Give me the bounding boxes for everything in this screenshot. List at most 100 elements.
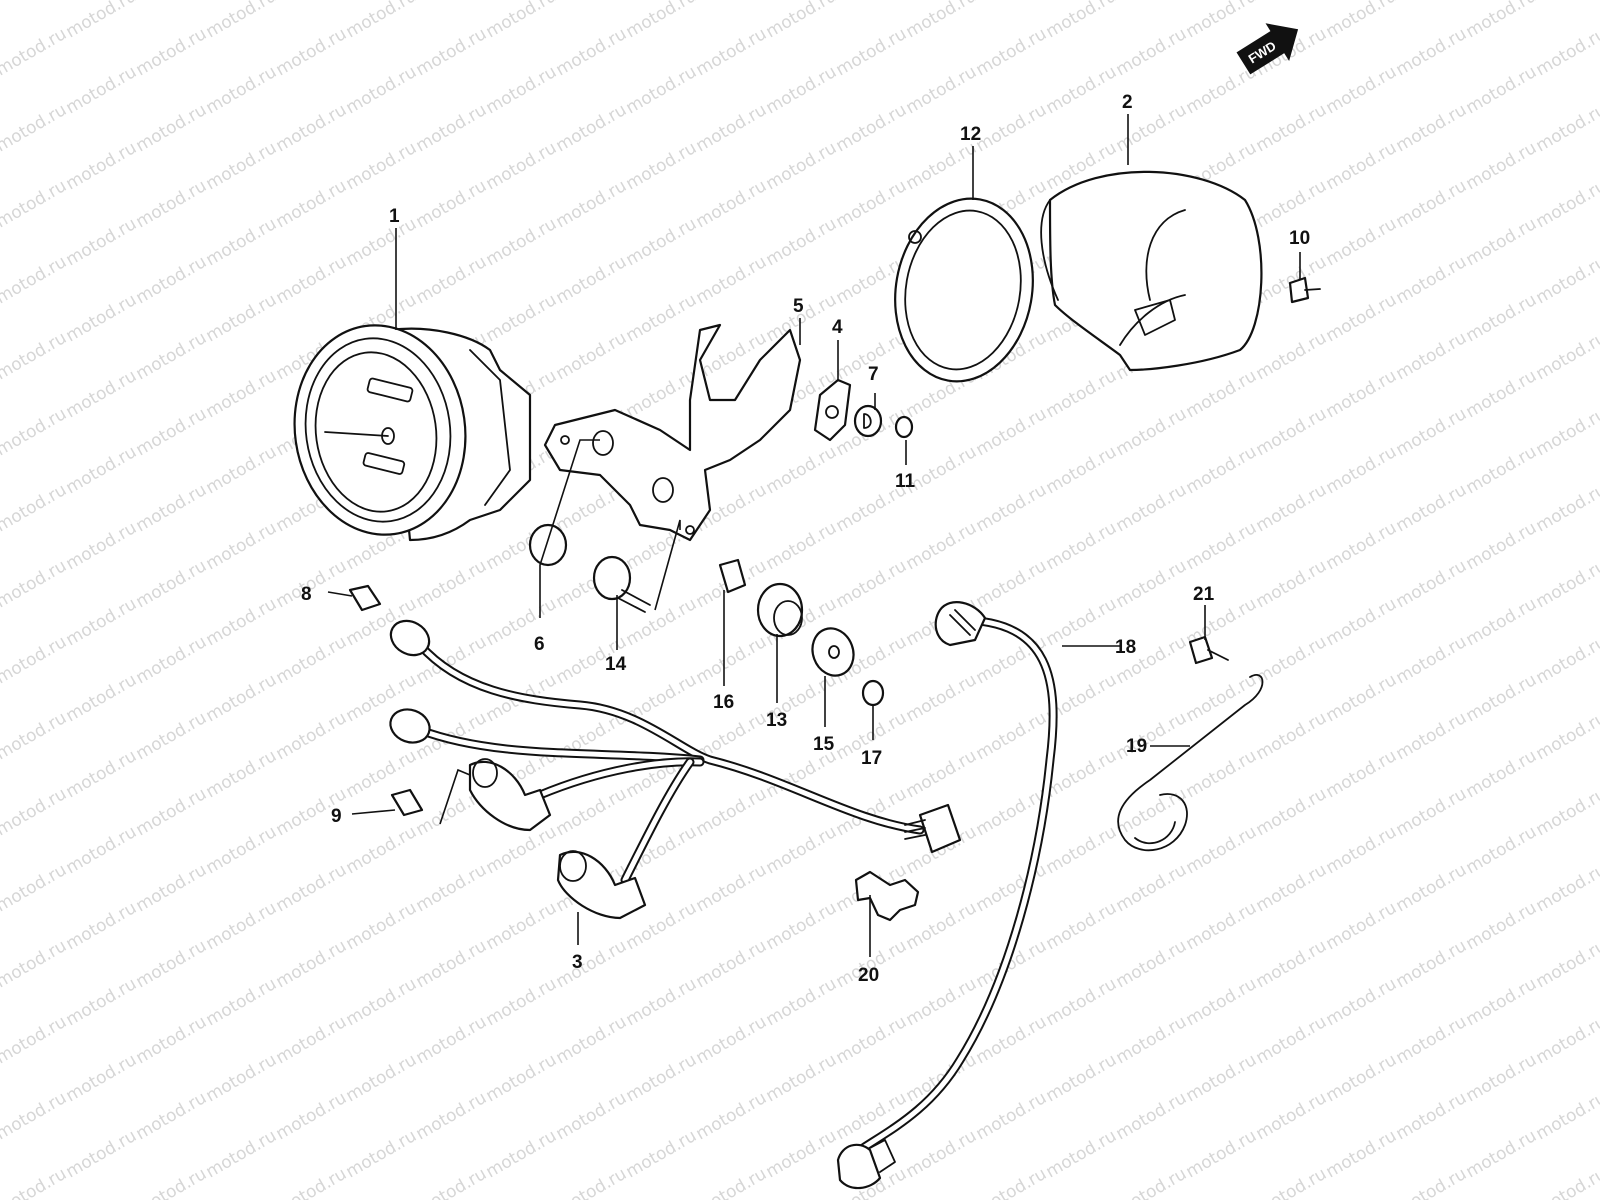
watermark-text: motod.ru [1113,480,1191,536]
watermark-text: motod.ru [0,328,70,384]
watermark-text: motod.ru [903,974,981,1030]
watermark-text: motod.ru [133,328,211,384]
watermark-text: motod.ru [413,252,491,308]
watermark-text: motod.ru [1183,518,1261,574]
watermark-text: motod.ru [1393,404,1471,460]
watermark-text: motod.ru [413,176,491,232]
part-label-17: 17 [861,748,882,769]
watermark-text: motod.ru [1533,252,1600,308]
watermark-text: motod.ru [1183,1050,1261,1106]
watermark-text: motod.ru [1533,860,1600,916]
watermark-text: motod.ru [63,974,141,1030]
watermark-text: motod.ru [0,176,70,232]
watermark-text: motod.ru [1323,62,1401,118]
part-21-bolt [1188,635,1229,665]
watermark-text: motod.ru [0,936,70,992]
watermark-text: motod.ru [133,1164,211,1200]
watermark-text: motod.ru [133,1088,211,1144]
watermark-text: motod.ru [63,822,141,878]
watermark-text: motod.ru [1533,328,1600,384]
watermark-text: motod.ru [903,1050,981,1106]
watermark-text: motod.ru [0,860,70,916]
watermark-text: motod.ru [903,1126,981,1182]
watermark-text: motod.ru [203,822,281,878]
watermark-text: motod.ru [1533,632,1600,688]
watermark-text: motod.ru [1113,556,1191,612]
watermark-text: motod.ru [1043,518,1121,574]
part-label-19: 19 [1126,736,1147,757]
watermark-text: motod.ru [623,1050,701,1106]
watermark-text: motod.ru [63,366,141,422]
watermark-text: motod.ru [133,784,211,840]
watermark-text: motod.ru [1463,746,1541,802]
watermark-text: motod.ru [133,936,211,992]
watermark-text: motod.ru [1533,0,1600,4]
watermark-text: motod.ru [0,480,70,536]
watermark-text: motod.ru [1043,594,1121,650]
watermark-text: motod.ru [903,670,981,726]
watermark-text: motod.ru [1253,936,1331,992]
watermark-text: motod.ru [973,480,1051,536]
part-7-washer [853,404,883,438]
watermark-text: motod.ru [693,1164,771,1200]
watermark-text: motod.ru [1533,556,1600,612]
watermark-text: motod.ru [63,1126,141,1182]
watermark-text: motod.ru [553,1012,631,1068]
watermark-text: motod.ru [903,138,981,194]
part-label-16: 16 [713,692,734,713]
watermark-text: motod.ru [1393,176,1471,232]
watermark-text: motod.ru [623,366,701,422]
watermark-text: motod.ru [1323,138,1401,194]
watermark-text: motod.ru [203,138,281,194]
watermark-text: motod.ru [833,100,911,156]
watermark-text: motod.ru [1393,1164,1471,1200]
watermark-text: motod.ru [1393,632,1471,688]
watermark-text: motod.ru [973,0,1051,4]
watermark-text: motod.ru [1463,670,1541,726]
watermark-text: motod.ru [483,1050,561,1106]
watermark-text: motod.ru [1323,822,1401,878]
watermark-text: motod.ru [1323,746,1401,802]
watermark-text: motod.ru [1533,1012,1600,1068]
watermark-text: motod.ru [203,366,281,422]
watermark-text: motod.ru [413,556,491,612]
watermark-text: motod.ru [1463,1126,1541,1182]
watermark-text: motod.ru [763,518,841,574]
watermark-text: motod.ru [1463,290,1541,346]
watermark-text: motod.ru [1323,518,1401,574]
watermark-text: motod.ru [553,1088,631,1144]
watermark-text: motod.ru [413,860,491,916]
watermark-text: motod.ru [1043,974,1121,1030]
watermark-text: motod.ru [763,1050,841,1106]
watermark-text: motod.ru [1253,404,1331,460]
watermark-text: motod.ru [763,822,841,878]
watermark-text: motod.ru [553,100,631,156]
watermark-text: motod.ru [343,138,421,194]
watermark-text: motod.ru [1113,24,1191,80]
watermark-text: motod.ru [1393,936,1471,992]
watermark-text: motod.ru [763,138,841,194]
watermark-text: motod.ru [1533,404,1600,460]
part-label-8: 8 [301,584,312,605]
watermark-text: motod.ru [693,632,771,688]
watermark-text: motod.ru [903,898,981,954]
watermark-text: motod.ru [1323,974,1401,1030]
watermark-text: motod.ru [0,632,70,688]
watermark-text: motod.ru [1183,0,1261,42]
watermark-text: motod.ru [1393,480,1471,536]
watermark-text: motod.ru [763,1126,841,1182]
part-number-labels: 1 2 3 4 5 6 7 8 9 10 11 12 13 14 15 16 1… [301,92,1310,986]
watermark-text: motod.ru [1463,0,1541,42]
watermark-text: motod.ru [553,936,631,992]
watermark-text: motod.ru [133,1012,211,1068]
watermark-text: motod.ru [203,746,281,802]
watermark-text: motod.ru [973,860,1051,916]
watermark-text: motod.ru [133,860,211,916]
watermark-text: motod.ru [623,62,701,118]
part-label-13: 13 [766,710,787,731]
watermark-text: motod.ru [1323,898,1401,954]
watermark-text: motod.ru [1043,1126,1121,1182]
watermark-text: motod.ru [833,1088,911,1144]
watermark-text: motod.ru [133,556,211,612]
watermark-text: motod.ru [763,214,841,270]
